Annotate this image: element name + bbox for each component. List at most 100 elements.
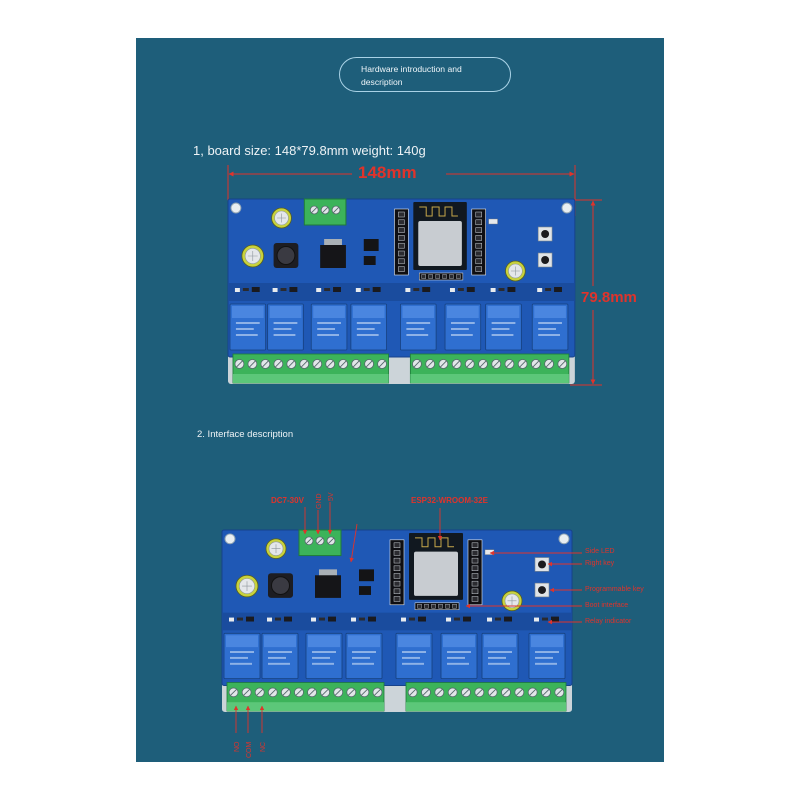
screw-slot — [243, 689, 250, 696]
relay-print — [491, 322, 516, 324]
terminal-screw — [228, 687, 239, 698]
relay — [305, 632, 343, 679]
relay-print — [312, 656, 330, 659]
boot-header-pin — [431, 604, 436, 609]
screw-slot — [256, 689, 263, 696]
transistor — [333, 287, 341, 292]
screw-slot — [365, 360, 373, 368]
terminal-screw — [286, 359, 297, 369]
button-cap — [538, 560, 546, 569]
board-width-label: 148mm — [358, 163, 417, 182]
relay-print — [356, 328, 375, 330]
relay-print — [447, 651, 471, 653]
ground-label: GND — [316, 493, 323, 509]
terminal-screw — [364, 359, 374, 369]
terminal-block — [409, 353, 570, 384]
relay-print — [406, 334, 429, 336]
screw-slot — [295, 689, 303, 696]
relay-indicator-led — [267, 617, 272, 622]
side-led — [484, 549, 495, 555]
terminal-screw — [504, 359, 515, 369]
terminal-screw — [478, 359, 488, 369]
header-pin — [393, 580, 401, 587]
screw-slot — [334, 689, 342, 696]
header-pin — [475, 227, 482, 233]
relay-top-face — [398, 635, 430, 648]
relay-print — [268, 662, 290, 665]
relay-indicator-group — [446, 616, 471, 622]
screw-slot — [317, 537, 323, 544]
relay — [223, 632, 261, 679]
capacitor-vent — [242, 581, 252, 591]
transistor — [328, 616, 336, 622]
relay-print — [447, 662, 469, 665]
relay-top-face — [352, 306, 385, 318]
terminal-screw — [346, 687, 357, 698]
programmable-key-label: Programmable key — [585, 586, 644, 593]
transistor — [551, 616, 559, 622]
smd-resistor — [498, 288, 505, 291]
screw-slot — [556, 689, 563, 696]
boot-header-pin — [445, 604, 450, 609]
terminal-screw — [247, 359, 258, 369]
terminal-screw — [304, 536, 314, 546]
inductor — [268, 573, 293, 598]
relay-print — [535, 656, 553, 659]
transistor — [418, 616, 426, 622]
terminal-screw — [541, 687, 551, 698]
screw-slot — [306, 537, 312, 544]
relay-top-face — [531, 635, 563, 648]
mounting-hole — [561, 202, 573, 214]
screw-slot — [321, 689, 329, 696]
boot-interface-header — [414, 602, 460, 610]
relay-print — [406, 328, 425, 330]
terminal-screw — [241, 687, 252, 698]
screw-slot — [314, 360, 321, 368]
interface-annotation-pointers — [233, 502, 582, 733]
smd-chip — [363, 239, 379, 251]
terminal-screw — [267, 687, 278, 698]
terminal-block — [405, 682, 567, 712]
header-pin — [393, 565, 401, 571]
relay-indicator-group — [229, 616, 254, 622]
screw-slot — [453, 360, 460, 368]
board-height-label: 79.8mm — [581, 289, 637, 306]
pin-header — [471, 208, 486, 276]
mounting-hole — [558, 533, 570, 545]
relay-top-face — [308, 635, 340, 648]
board-size-heading: 1, board size: 148*79.8mm weight: 140g — [193, 143, 426, 158]
terminal-screw — [491, 359, 502, 369]
screw-slot — [361, 689, 368, 696]
terminal-screw — [461, 687, 471, 698]
screw-slot — [322, 207, 329, 213]
relay — [261, 632, 299, 679]
capacitor — [505, 260, 526, 282]
capacitor — [265, 538, 287, 559]
screw-slot — [326, 360, 334, 368]
relay-top-face — [348, 635, 380, 648]
relay-print — [491, 334, 514, 336]
boot-header-pin — [417, 604, 422, 609]
screw-slot — [409, 689, 416, 696]
button-cap — [541, 230, 550, 238]
regulator-tab — [324, 239, 342, 246]
boot-header-pin — [452, 604, 457, 609]
inductor-core — [271, 576, 290, 595]
relay-top-face — [226, 635, 258, 648]
screw-slot — [436, 689, 443, 696]
relay-print — [488, 662, 510, 665]
relay-print — [450, 334, 473, 336]
terminal-screw — [333, 687, 344, 698]
relay-print — [538, 334, 560, 336]
header-pin — [471, 588, 479, 595]
relay-print — [312, 651, 336, 653]
terminal-screw — [315, 536, 325, 546]
power-input-label: DC7-30V — [271, 496, 304, 505]
screw-slot — [476, 689, 483, 696]
interface-description-heading: 2. Interface description — [197, 429, 294, 440]
screw-slot — [532, 360, 540, 368]
screw-slot — [311, 207, 318, 213]
relay-no-label: NO — [234, 741, 241, 752]
smd-resistor — [454, 617, 460, 621]
